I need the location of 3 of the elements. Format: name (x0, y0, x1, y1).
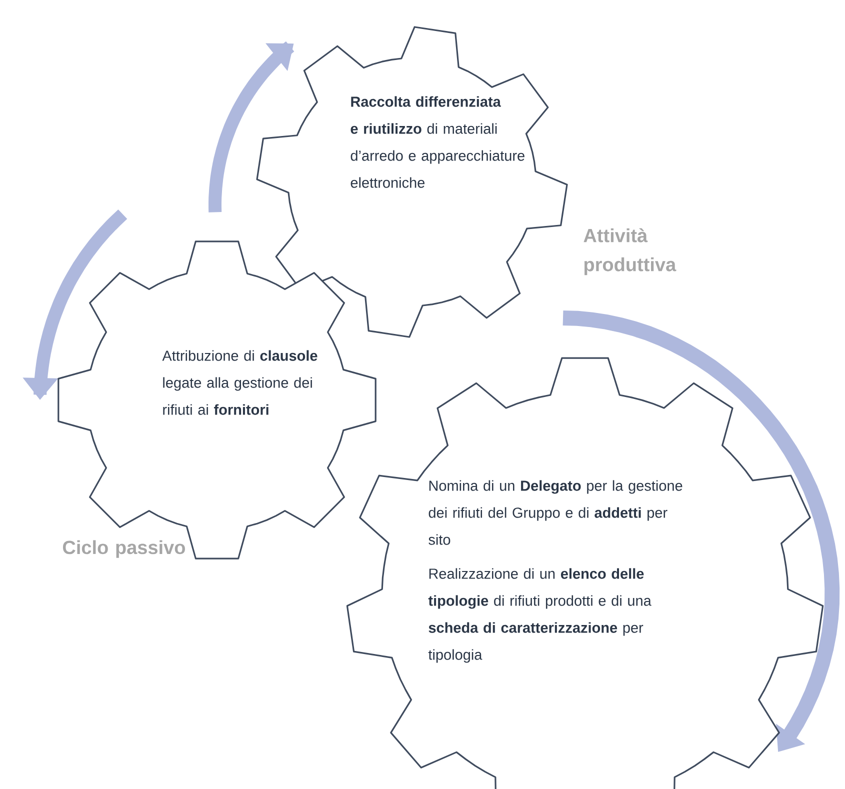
section-label: Ciclo passivo (62, 540, 185, 558)
node-label: Nomina di un Delegato per la gestione dei rifiuti del Gruppo e di addetti per sito (428, 480, 682, 545)
node-label: Realizzazione di un elenco delle tipologie di rifiuti prodotti e di una scheda di caratterizzazione per tipologia (428, 568, 652, 663)
